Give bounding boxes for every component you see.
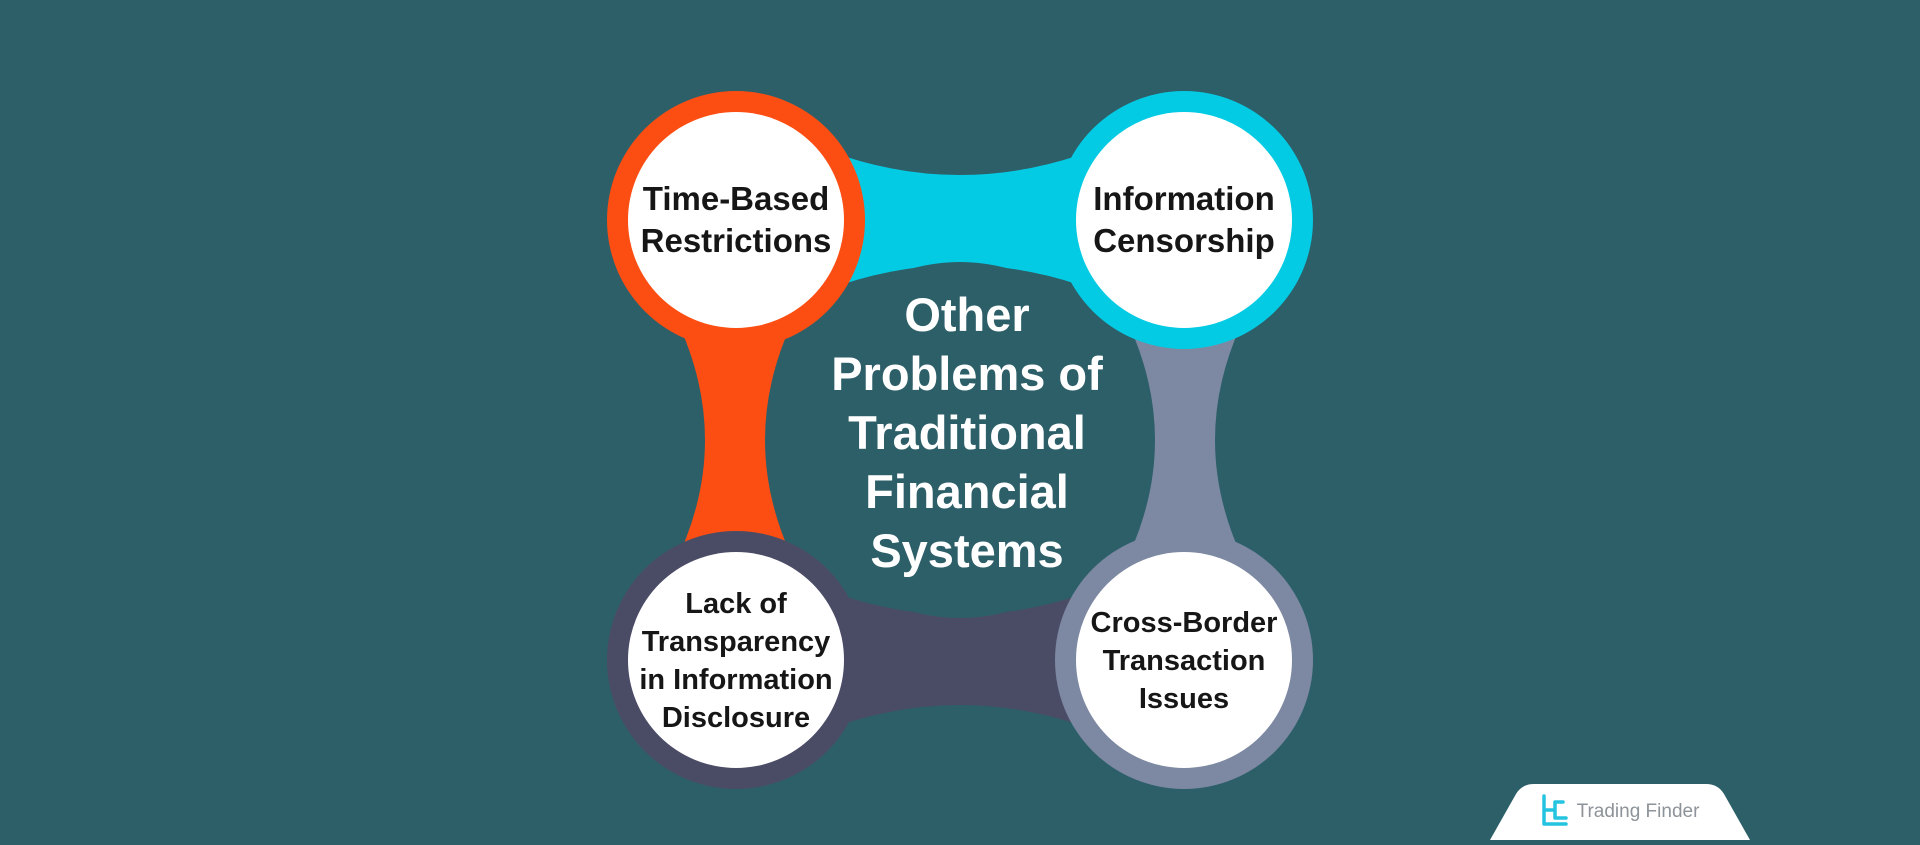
node-circle-information-censorship [1076, 112, 1292, 328]
node-label-line: Cross-Border [1090, 607, 1278, 639]
node-label-line: Restrictions [640, 222, 832, 259]
node-label-line: Censorship [1093, 222, 1275, 259]
brand-name: Trading Finder [1576, 801, 1700, 822]
node-label-information-censorship: Information Censorship [1064, 112, 1304, 328]
node-circle-time-based [628, 112, 844, 328]
node-label-line: in Information [639, 664, 833, 696]
center-title: Other Problems of Traditional Financial … [762, 285, 1172, 580]
connector-left [610, 220, 860, 660]
node-label-line: Transaction [1102, 645, 1266, 677]
node-label-line: Time-Based [642, 180, 830, 217]
trading-finder-logo-icon [1541, 794, 1568, 826]
node-circle-lack-of-transparency [628, 552, 844, 768]
brand-tab-shape [1490, 784, 1750, 840]
node-label-line: Transparency [641, 626, 831, 658]
node-label-line: Issues [1138, 683, 1230, 715]
node-label-cross-border-transaction-issues: Cross-Border Transaction Issues [1064, 553, 1304, 769]
center-title-line: Financial [865, 465, 1069, 518]
node-label-line: Disclosure [661, 702, 811, 734]
node-label-lack-of-transparency: Lack of Transparency in Information Disc… [616, 553, 856, 769]
center-disc [782, 262, 1138, 618]
center-title-line: Problems of [831, 347, 1103, 400]
node-label-line: Information [1093, 180, 1275, 217]
center-title-line: Other [904, 288, 1030, 341]
node-label-line: Lack of [685, 588, 787, 620]
connector-right [1060, 220, 1310, 660]
center-title-line: Systems [870, 524, 1064, 577]
node-label-time-based-restrictions: Time-Based Restrictions [616, 112, 856, 328]
center-title-line: Traditional [848, 406, 1086, 459]
node-circle-cross-border [1076, 552, 1292, 768]
brand-badge: Trading Finder [1490, 784, 1750, 840]
